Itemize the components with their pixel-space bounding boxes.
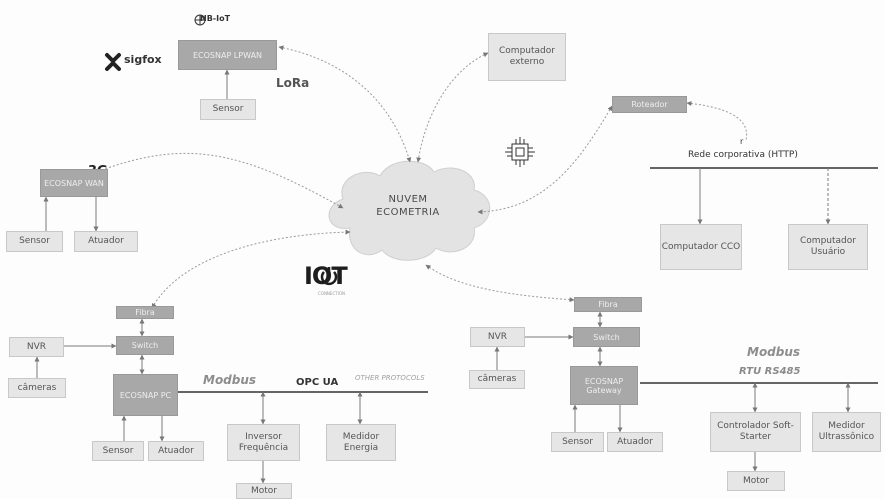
atuador-bottom-right-node: Atuador bbox=[607, 432, 663, 452]
fibra-right-node: Fibra bbox=[574, 297, 642, 312]
opcua-logo: OPC UA bbox=[296, 377, 339, 388]
cameras-right-node: câmeras bbox=[469, 370, 525, 389]
inversor-frequencia-node: Inversor Frequência bbox=[227, 424, 300, 461]
corporate-network-label: Rede corporativa (HTTP) bbox=[688, 150, 798, 160]
modbus-logo-left: Modbus bbox=[203, 373, 257, 387]
motor-left-node: Motor bbox=[236, 483, 292, 499]
iot-logo: IOT bbox=[304, 262, 348, 290]
ecosnap-lpwan-node: ECOSNAP LPWAN bbox=[178, 40, 277, 70]
sensor-bottom-right-node: Sensor bbox=[551, 432, 604, 452]
ecosnap-gateway-node: ECOSNAP Gateway bbox=[570, 366, 638, 405]
power-icon bbox=[320, 267, 338, 286]
cameras-left-node: câmeras bbox=[8, 378, 66, 398]
link-fibra-right-cloud bbox=[425, 264, 575, 303]
atuador-left-node: Atuador bbox=[74, 231, 138, 252]
cloud-line-1: NUVEM bbox=[388, 194, 428, 205]
nvr-left-node: NVR bbox=[9, 337, 64, 357]
cloud-shape bbox=[328, 160, 491, 261]
cloud-line-2: ECOMETRIA bbox=[376, 207, 440, 218]
ecosnap-3g-node: ECOSNAP WAN bbox=[40, 169, 108, 197]
iot-logo-text: IOT bbox=[304, 262, 348, 290]
nvr-right-node: NVR bbox=[470, 327, 525, 347]
motor-right-node: Motor bbox=[727, 471, 785, 491]
iot-logo-subtitle: CONNECTION bbox=[318, 291, 346, 296]
sensor-top-node: Sensor bbox=[200, 99, 256, 120]
modbus-logo-right: Modbus bbox=[747, 345, 801, 359]
link-fibra-left-cloud bbox=[151, 229, 351, 309]
nb-iot-logo: NB-IoT bbox=[200, 14, 231, 23]
lora-logo: LoRa bbox=[276, 76, 310, 90]
network-tick-label: r bbox=[740, 137, 744, 146]
other-protocols-logo: OTHER PROTOCOLS bbox=[355, 374, 425, 382]
controlador-soft-starter-node: Controlador Soft-Starter bbox=[710, 412, 801, 452]
switch-right-node: Switch bbox=[573, 327, 640, 347]
atuador-bottom-left-node: Atuador bbox=[148, 441, 204, 461]
roteador-node: Roteador bbox=[612, 96, 687, 113]
ecosnap-pc-node: ECOSNAP PC bbox=[113, 374, 178, 416]
link-3g-cloud bbox=[93, 152, 344, 209]
link-lpwan-cloud bbox=[278, 45, 412, 163]
sensor-left-node: Sensor bbox=[6, 231, 63, 252]
link-roteador-cloud bbox=[477, 105, 613, 215]
rtu-rs485-logo: RTU RS485 bbox=[739, 366, 801, 377]
nb-iot-icon bbox=[194, 14, 206, 26]
sensor-bottom-left-node: Sensor bbox=[92, 441, 144, 461]
sigfox-logo: sigfox bbox=[124, 53, 162, 66]
medidor-energia-node: Medidor Energia bbox=[326, 424, 396, 461]
computador-externo-node: Computador externo bbox=[488, 33, 566, 81]
switch-left-node: Switch bbox=[116, 336, 174, 355]
medidor-ultrassonico-node: Medidor Ultrassônico bbox=[812, 412, 881, 452]
chip-icon bbox=[505, 137, 535, 167]
link-externo-cloud bbox=[416, 52, 489, 163]
computador-usuario-node: Computador Usuário bbox=[788, 224, 868, 270]
cloud-label: NUVEM ECOMETRIA bbox=[355, 193, 461, 219]
sigfox-icon bbox=[105, 53, 121, 71]
computador-cco-node: Computador CCO bbox=[660, 224, 742, 270]
link-roteador-network bbox=[686, 100, 748, 141]
fibra-left-node: Fibra bbox=[116, 306, 174, 319]
